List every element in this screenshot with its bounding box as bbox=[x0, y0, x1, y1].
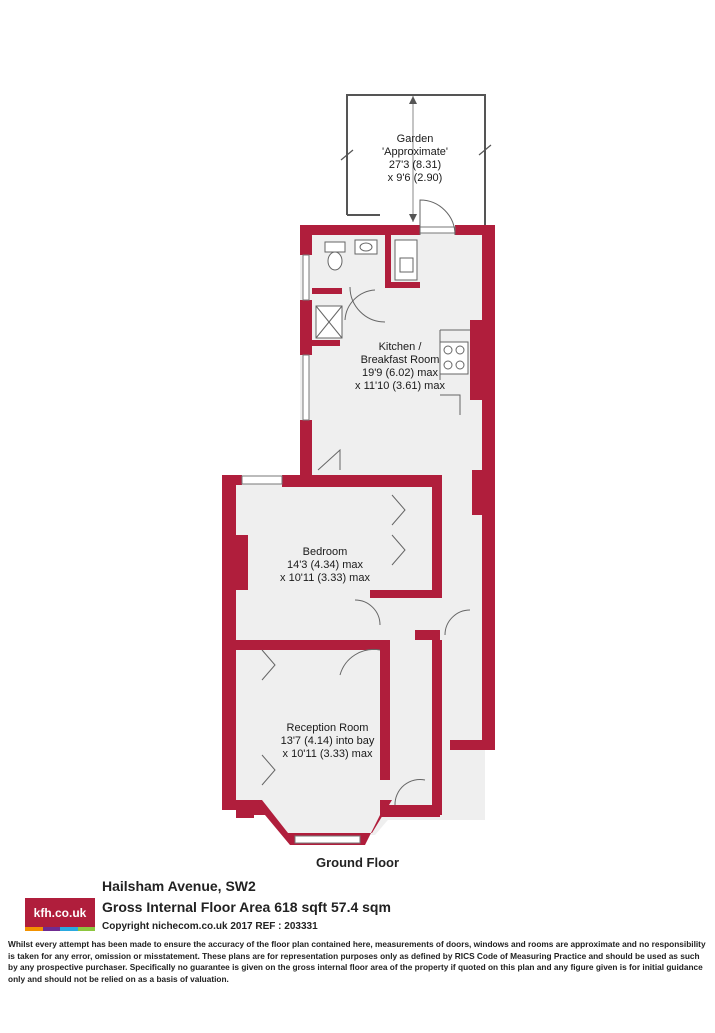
fixtures bbox=[315, 239, 470, 380]
logo-bar-orange bbox=[25, 927, 43, 931]
garden-dim1: 27'3 (8.31) bbox=[388, 159, 442, 171]
garden-dim2: x 9'6 (2.90) bbox=[387, 172, 443, 184]
garden-name: Garden bbox=[396, 133, 434, 145]
kitchen-dim1: 19'9 (6.02) max bbox=[361, 367, 439, 379]
walls bbox=[222, 225, 495, 845]
garden-note: 'Approximate' bbox=[382, 146, 448, 158]
bedroom-dim1: 14'3 (4.34) max bbox=[286, 559, 364, 571]
bedroom-label: Bedroom 14'3 (4.34) max x 10'11 (3.33) m… bbox=[260, 546, 390, 585]
copyright-ref: Copyright nichecom.co.uk 2017 REF : 2033… bbox=[102, 921, 318, 932]
reception-dim2: x 10'11 (3.33) max bbox=[282, 748, 373, 760]
floor-title: Ground Floor bbox=[315, 855, 400, 870]
logo-bar-blue bbox=[60, 927, 78, 931]
disclaimer: Whilst every attempt has been made to en… bbox=[8, 939, 706, 984]
property-address: Hailsham Avenue, SW2 bbox=[102, 878, 256, 894]
logo-bar-green bbox=[78, 927, 95, 931]
reception-name: Reception Room bbox=[286, 722, 369, 734]
kitchen-label: Kitchen / Breakfast Room 19'9 (6.02) max… bbox=[335, 341, 465, 393]
floor-fill bbox=[225, 228, 490, 835]
logo-bar-purple bbox=[43, 927, 60, 931]
kitchen-name-2: Breakfast Room bbox=[360, 354, 440, 366]
doors bbox=[261, 199, 471, 806]
kfh-logo: kfh.co.uk bbox=[25, 898, 95, 931]
floor-plan bbox=[222, 94, 495, 845]
floor-area: Gross Internal Floor Area 618 sqft 57.4 … bbox=[102, 899, 391, 915]
reception-label: Reception Room 13'7 (4.14) into bay x 10… bbox=[255, 722, 400, 761]
bedroom-name: Bedroom bbox=[302, 546, 348, 558]
logo-text: kfh.co.uk bbox=[33, 906, 87, 920]
windows bbox=[241, 226, 456, 844]
garden-area bbox=[340, 94, 492, 225]
garden-label: Garden 'Approximate' 27'3 (8.31) x 9'6 (… bbox=[365, 133, 465, 185]
kitchen-dim2: x 11'10 (3.61) max bbox=[355, 380, 445, 392]
kitchen-name-1: Kitchen / bbox=[378, 341, 422, 353]
reception-dim1: 13'7 (4.14) into bay bbox=[280, 735, 375, 747]
bedroom-dim2: x 10'11 (3.33) max bbox=[280, 572, 370, 584]
